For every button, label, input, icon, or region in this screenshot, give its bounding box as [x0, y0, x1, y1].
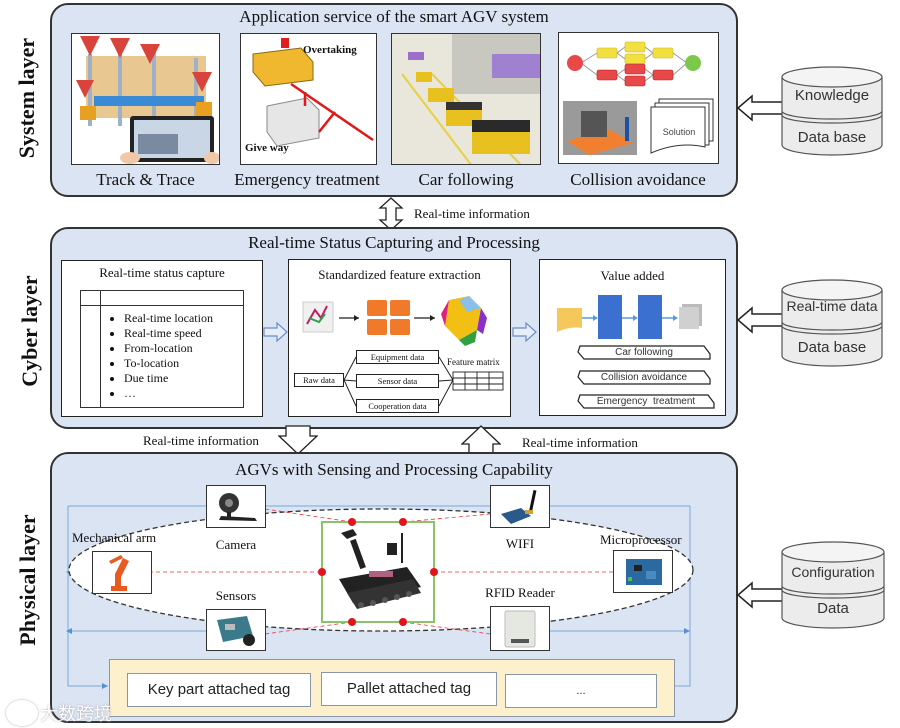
- cyber-physical-down-label: Real-time information: [143, 433, 259, 448]
- emergency-treatment-image: Overtaking Give way: [240, 33, 377, 165]
- system-layer-label: System layer: [14, 37, 39, 159]
- database-cylinder-icon: [781, 279, 883, 367]
- vertical-bidirectional-arrow-icon: [378, 197, 404, 231]
- database-cylinder-icon: [781, 66, 883, 156]
- other-tag: ...: [505, 674, 657, 708]
- status-table-column-divider: [100, 291, 101, 407]
- collision-avoidance-caption: Collision avoidance: [570, 170, 706, 189]
- feature-extraction-panel: Standardized feature extraction Raw data…: [288, 259, 511, 417]
- overtaking-giveway-illustration: [252, 38, 374, 147]
- car-following-image: [391, 33, 541, 165]
- wifi-module-icon: [501, 490, 537, 524]
- config-db-bottom-label: Data: [817, 600, 849, 617]
- status-table-header-divider: [81, 305, 243, 306]
- cooperation-data-box: Cooperation data: [356, 399, 439, 413]
- cyber-layer-title: Real-time Status Capturing and Processin…: [248, 233, 540, 252]
- rfid-reader-device[interactable]: [490, 606, 550, 651]
- sensors-label: Sensors: [215, 588, 257, 603]
- rfid-reader-icon: [504, 610, 536, 648]
- status-items-list: Real-time location Real-time speed From-…: [108, 311, 213, 401]
- system-layer-title: Application service of the smart AGV sys…: [239, 7, 549, 26]
- agv-robot-image: [339, 529, 421, 609]
- status-item: Real-time speed: [124, 326, 213, 341]
- cyber-layer-label: Cyber layer: [17, 275, 42, 387]
- wifi-label: WIFI: [505, 536, 535, 551]
- value-output-emergency-treatment: Emergency treatment: [596, 396, 696, 407]
- value-output-collision-avoidance: Collision avoidance: [600, 372, 688, 383]
- cyber-physical-up-label: Real-time information: [522, 435, 638, 450]
- down-arrow-icon: [278, 425, 318, 455]
- feature-extraction-title: Standardized feature extraction: [318, 267, 481, 282]
- value-added-panel: Value added Car following Collision avoi…: [539, 259, 726, 416]
- raw-data-box: Raw data: [294, 373, 344, 387]
- key-part-tag: Key part attached tag: [127, 673, 311, 707]
- flow-arrow-icon: [512, 322, 537, 342]
- knowledge-db-top-label: Knowledge: [794, 87, 870, 104]
- realtime-db-top-label: Real-time data: [786, 298, 878, 314]
- status-item: Real-time location: [124, 311, 213, 326]
- overtaking-label: Overtaking: [303, 44, 357, 56]
- physical-layer-title: AGVs with Sensing and Processing Capabil…: [235, 460, 553, 479]
- value-pipeline-graphic: [557, 295, 702, 339]
- car-following-caption: Car following: [418, 170, 514, 189]
- configuration-database: Configuration Data: [780, 540, 886, 630]
- database-cylinder-icon: [781, 541, 885, 629]
- status-item: …: [124, 386, 213, 401]
- camera-label: Camera: [215, 537, 257, 552]
- emergency-treatment-caption: Emergency treatment: [234, 170, 380, 189]
- robotic-arm-icon: [109, 555, 129, 591]
- microprocessor-label: Microprocessor: [600, 532, 682, 547]
- status-item: From-location: [124, 341, 213, 356]
- track-trace-image: [71, 33, 220, 165]
- rfid-reader-label: RFID Reader: [485, 585, 555, 600]
- webcam-icon: [219, 493, 257, 521]
- equipment-data-box: Equipment data: [356, 350, 439, 364]
- watermark-text: 大数跨境: [40, 704, 112, 725]
- collision-avoidance-image: Solution: [558, 32, 719, 164]
- track-trace-caption: Track & Trace: [96, 170, 195, 189]
- sensors-device[interactable]: [206, 609, 266, 651]
- solution-label: Solution: [662, 127, 696, 137]
- status-item: Due time: [124, 371, 213, 386]
- config-db-top-label: Configuration: [791, 564, 875, 580]
- circuit-board-icon: [626, 559, 662, 585]
- warehouse-rack-illustration: [76, 36, 219, 164]
- path-planning-flowchart: [563, 41, 714, 155]
- mechanical-arm-label: Mechanical arm: [72, 530, 157, 545]
- give-way-label: Give way: [245, 142, 289, 154]
- mechanical-arm-device[interactable]: [92, 551, 152, 594]
- realtime-db-bottom-label: Data base: [797, 339, 867, 356]
- status-capture-panel: Real-time status capture Real-time locat…: [61, 260, 263, 417]
- agv-fleet-illustration: [392, 34, 540, 164]
- camera-device[interactable]: [206, 485, 266, 528]
- knowledge-database: Knowledge Data base: [780, 65, 884, 157]
- sensor-board-icon: [217, 616, 255, 646]
- status-table: Real-time location Real-time speed From-…: [80, 290, 244, 408]
- system-cyber-link-label: Real-time information: [414, 206, 530, 221]
- up-arrow-icon: [461, 425, 501, 455]
- sensor-data-box: Sensor data: [356, 374, 439, 388]
- microprocessor-device[interactable]: [613, 550, 673, 593]
- flow-arrow-icon: [263, 322, 288, 342]
- status-item: To-location: [124, 356, 213, 371]
- output-tag-shapes: [577, 345, 715, 409]
- knowledge-db-bottom-label: Data base: [797, 129, 867, 146]
- realtime-database: Real-time data Data base: [780, 278, 884, 368]
- value-output-car-following: Car following: [615, 347, 673, 358]
- value-added-title: Value added: [600, 268, 665, 283]
- physical-network-graphic: [66, 505, 694, 689]
- feature-pipeline-graphic: [302, 296, 487, 346]
- pallet-tag: Pallet attached tag: [321, 672, 497, 706]
- status-capture-title: Real-time status capture: [99, 265, 225, 280]
- feature-matrix-label: Feature matrix: [447, 357, 500, 367]
- wifi-device[interactable]: [490, 485, 550, 528]
- physical-layer-label: Physical layer: [15, 514, 40, 646]
- watermark-logo-icon: [6, 700, 38, 726]
